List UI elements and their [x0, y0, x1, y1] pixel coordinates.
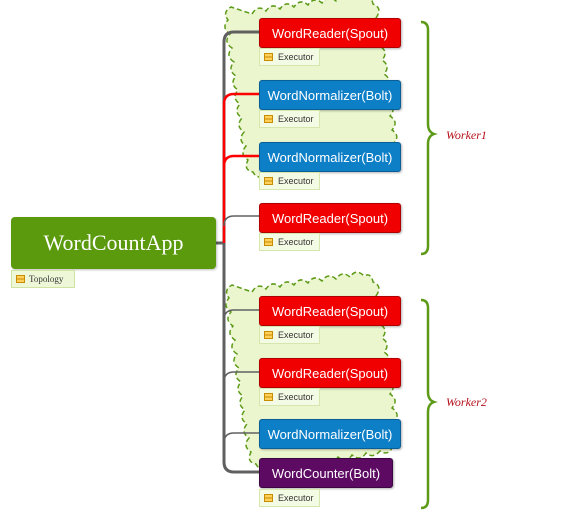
topology-tag-label: Topology: [29, 274, 64, 284]
executor-tag-label: Executor: [278, 493, 314, 503]
executor-icon: [264, 393, 273, 401]
executor-icon: [264, 177, 273, 185]
highlight-connector: [222, 92, 259, 243]
topology-root-node[interactable]: WordCountApp: [11, 217, 216, 269]
worker1-executor-4-tag: Executor: [259, 233, 320, 251]
worker1-executor-3-node[interactable]: WordNormalizer(Bolt): [259, 142, 401, 172]
executor-tag-label: Executor: [278, 330, 314, 340]
executor-icon: [264, 115, 273, 123]
executor-icon: [264, 53, 273, 61]
worker2-executor-2-node[interactable]: WordReader(Spout): [259, 358, 401, 388]
worker1-executor-2-tag: Executor: [259, 110, 320, 128]
trunk-upper: [222, 30, 259, 243]
executor-tag-label: Executor: [278, 237, 314, 247]
branch-7: [223, 432, 259, 444]
executor-icon: [264, 494, 273, 502]
branch-4: [223, 215, 259, 227]
topology-tag: Topology: [11, 270, 75, 288]
worker1-executor-3-tag: Executor: [259, 172, 320, 190]
worker2-label: Worker2: [446, 395, 487, 409]
executor-tag-label: Executor: [278, 392, 314, 402]
worker2-executor-1-tag: Executor: [259, 326, 320, 344]
executor-icon: [264, 238, 273, 246]
executor-tag-label: Executor: [278, 114, 314, 124]
branch-6: [223, 371, 259, 383]
worker1-brace: [420, 20, 438, 256]
executor-tag-label: Executor: [278, 52, 314, 62]
worker1-label: Worker1: [446, 128, 487, 142]
worker2-executor-1-node[interactable]: WordReader(Spout): [259, 296, 401, 326]
worker2-brace: [420, 298, 438, 510]
worker1-executor-4-node[interactable]: WordReader(Spout): [259, 203, 401, 233]
highlight-connector-2: [222, 154, 259, 167]
worker1-executor-2-node[interactable]: WordNormalizer(Bolt): [259, 80, 401, 110]
branch-5: [223, 309, 259, 321]
worker2-executor-4-node[interactable]: WordCounter(Bolt): [259, 458, 393, 488]
executor-tag-label: Executor: [278, 176, 314, 186]
worker1-executor-1-tag: Executor: [259, 48, 320, 66]
worker2-executor-3-node[interactable]: WordNormalizer(Bolt): [259, 419, 401, 449]
worker1-executor-1-node[interactable]: WordReader(Spout): [259, 18, 401, 48]
executor-icon: [264, 331, 273, 339]
worker2-executor-4-tag: Executor: [259, 489, 320, 507]
trunk-lower: [222, 243, 259, 474]
worker2-executor-2-tag: Executor: [259, 388, 320, 406]
topology-icon: [16, 275, 25, 283]
